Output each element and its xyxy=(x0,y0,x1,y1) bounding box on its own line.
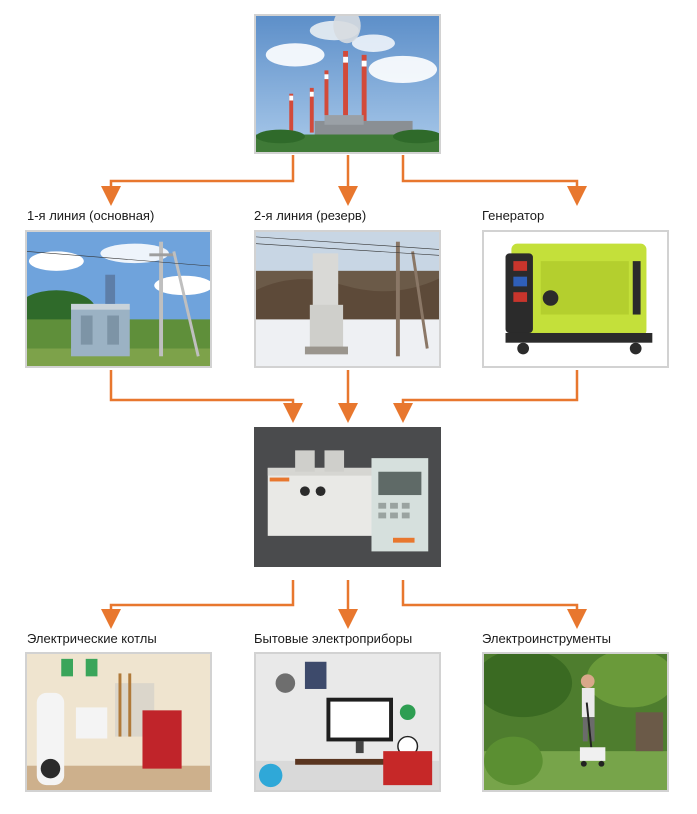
boilers-image xyxy=(25,652,212,792)
arrow-to-line1 xyxy=(101,155,295,206)
line2-image xyxy=(254,230,441,368)
boilers-label: Электрические котлы xyxy=(27,631,157,646)
tools-image xyxy=(482,652,669,792)
power-plant-image xyxy=(254,14,441,154)
appliances-image xyxy=(254,652,441,792)
arrow-to-boilers xyxy=(101,580,295,629)
line1-image xyxy=(25,230,212,368)
arrow-line1-to-switch xyxy=(109,370,303,423)
generator-image xyxy=(482,230,669,368)
arrow-to-tools xyxy=(401,580,587,629)
generator-label: Генератор xyxy=(482,208,545,223)
ats-switch-image xyxy=(254,427,441,567)
tools-label: Электроинструменты xyxy=(482,631,611,646)
line1-label: 1-я линия (основная) xyxy=(27,208,155,223)
arrow-generator-to-switch xyxy=(393,370,579,423)
line2-label: 2-я линия (резерв) xyxy=(254,208,367,223)
appliances-label: Бытовые электроприборы xyxy=(254,631,413,646)
arrow-to-generator xyxy=(401,155,587,206)
